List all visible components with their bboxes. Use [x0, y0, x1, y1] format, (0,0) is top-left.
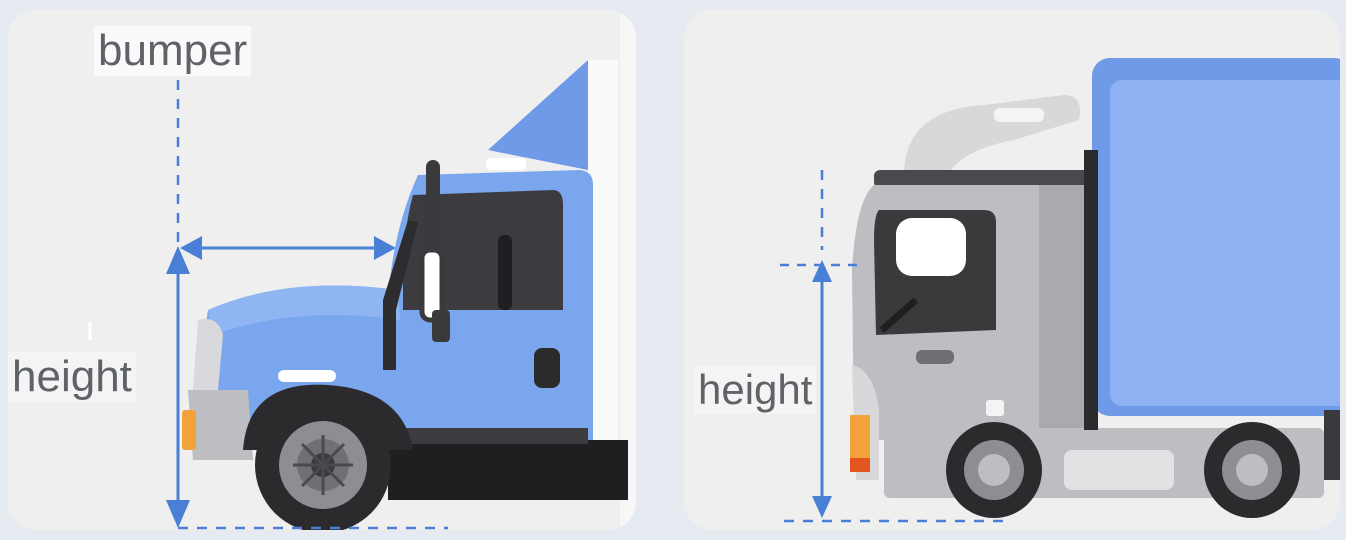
windshield-fairing [488, 60, 588, 170]
height-label-right: height [694, 366, 816, 414]
height-label-left: height [8, 352, 136, 402]
bumper-label: bumper [94, 26, 251, 76]
left-truck-illustration [8, 10, 636, 530]
fuel-tank [1064, 450, 1174, 490]
right-panel-cabover-truck: height [684, 10, 1340, 530]
left-panel-conventional-truck: bumper height [8, 10, 636, 530]
right-truck-illustration [684, 10, 1340, 530]
marker-light [182, 410, 196, 450]
roof-fairing [904, 95, 1080, 180]
headlight [278, 370, 336, 382]
